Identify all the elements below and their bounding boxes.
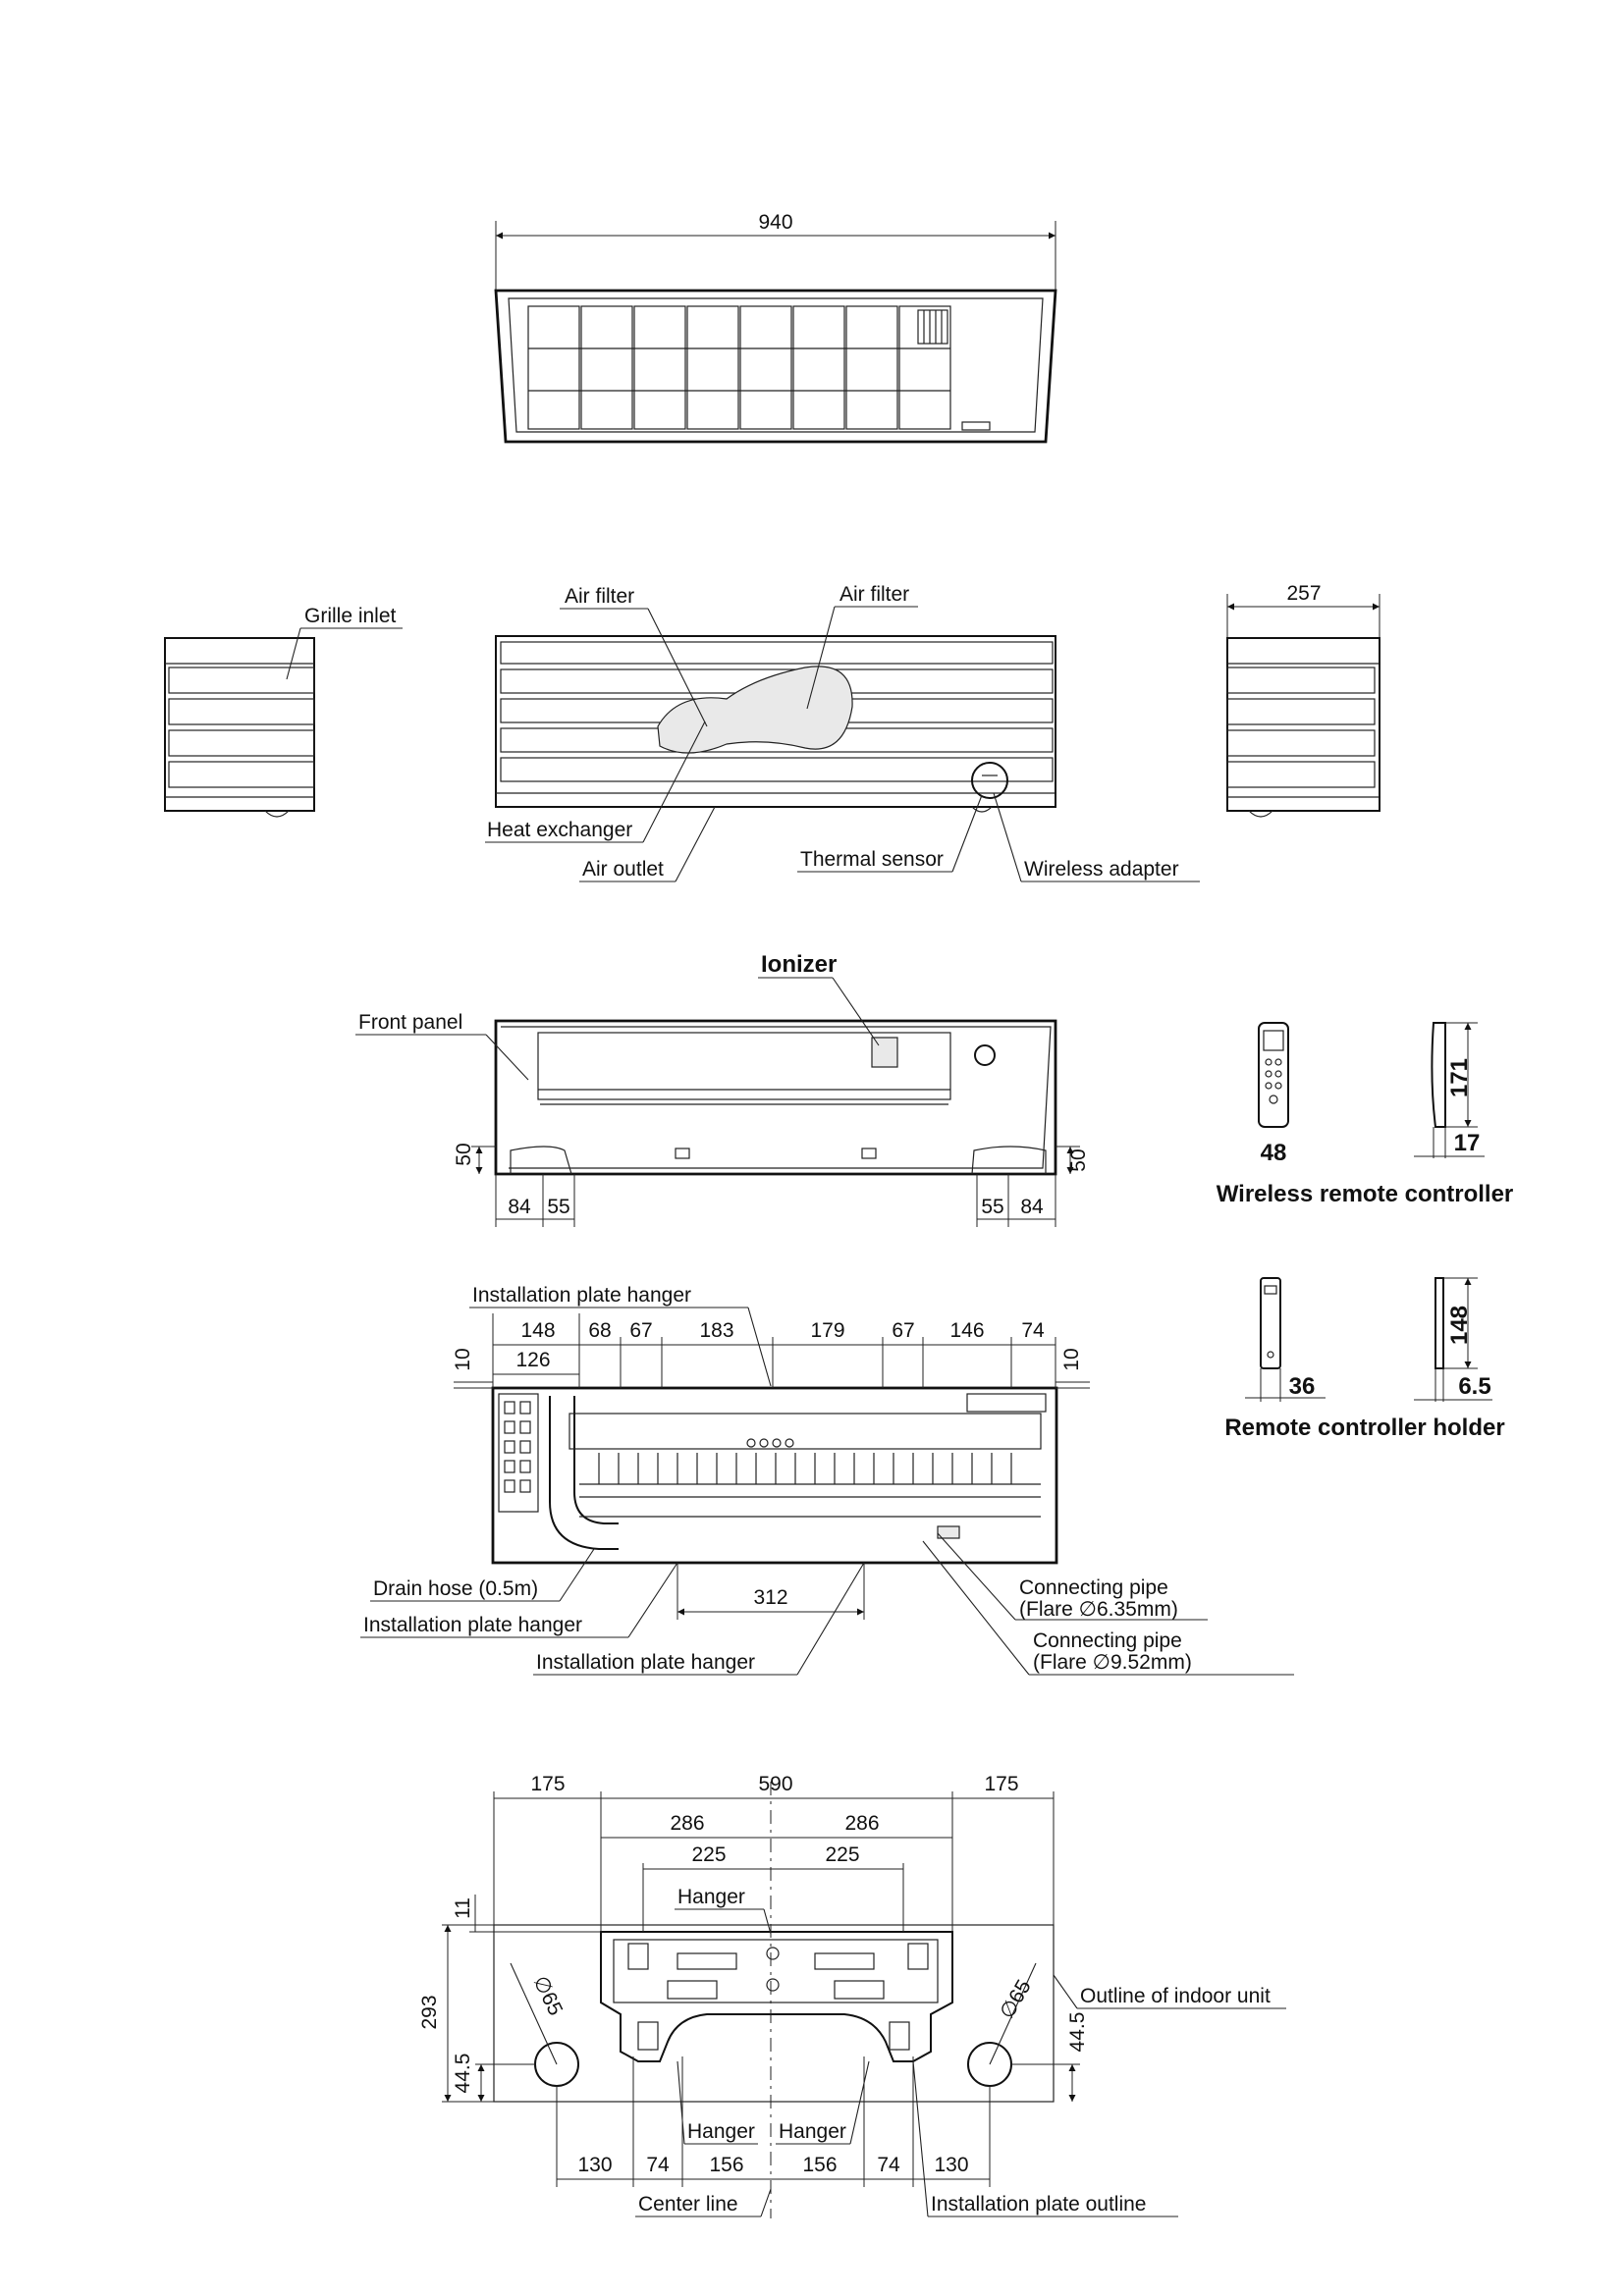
front-elevation [495,635,1056,813]
dim-74-right: 74 [877,2154,900,2176]
installation-plate-hanger-center-label: Installation plate hanger [536,1651,755,1674]
installation-plate-outline-label: Installation plate outline [931,2193,1147,2216]
remote-depth-dim: 17 [1454,1130,1481,1156]
panel-open-view [494,1019,1057,1176]
dim-68: 68 [588,1319,611,1342]
plate-labels: Hanger Hanger Hanger Outline of indoor u… [635,1886,1286,2217]
dim-148: 148 [520,1319,555,1342]
louver-fins [598,1453,1012,1484]
dim-67-left: 67 [629,1319,652,1342]
dim-225-left: 225 [691,1843,726,1866]
dim-dia-65-left: ∅65 [528,1972,567,2019]
dim-312: 312 [753,1586,787,1609]
drain-hose-label: Drain hose (0.5m) [373,1577,538,1600]
ionizer-label: Ionizer [761,951,837,978]
right-side-view: 257 [1226,582,1380,818]
dim-55-left: 55 [547,1196,569,1218]
dim-50-right: 50 [1067,1148,1090,1171]
dim-130-left: 130 [577,2154,612,2176]
center-line-label: Center line [638,2193,738,2216]
dim-175-right: 175 [984,1773,1018,1795]
front-panel-label: Front panel [358,1011,462,1034]
holder-height-dim: 148 [1446,1306,1473,1345]
wireless-remote-controller: 48 171 17 Wireless remote controller [1217,1022,1514,1207]
thermal-sensor-label: Thermal sensor [800,848,944,871]
hanger-left-label: Hanger [687,2120,755,2143]
label-wireless-adapter: Wireless adapter [993,792,1200,882]
dim-84-left: 84 [508,1196,531,1218]
dim-175-left: 175 [530,1773,565,1795]
grille-inlet-label: Grille inlet [304,605,397,627]
dim-50-left: 50 [453,1143,475,1165]
connecting-pipe-2-label: Connecting pipe [1033,1629,1182,1652]
hanger-top-label: Hanger [677,1886,745,1908]
heat-exchanger-label: Heat exchanger [487,819,632,841]
dim-257: 257 [1286,582,1321,605]
dim-84-right: 84 [1020,1196,1044,1218]
dim-130-right: 130 [934,2154,968,2176]
dim-286-right: 286 [844,1812,879,1835]
installation-plate-hanger-left-label: Installation plate hanger [363,1614,582,1636]
label-front-panel: Front panel [355,1011,529,1081]
wireless-adapter-label: Wireless adapter [1024,858,1179,881]
bottom-view [491,1386,1058,1565]
dim-126: 126 [515,1349,550,1371]
dim-940: 940 [758,211,792,234]
outline-indoor-unit-label: Outline of indoor unit [1080,1985,1271,2007]
panel-view-dimensions: 50 50 84 55 55 84 [453,1143,1090,1227]
remote-controller-holder: 36 148 6.5 Remote controller holder [1224,1277,1505,1441]
dim-10-left: 10 [452,1348,474,1370]
holder-title: Remote controller holder [1224,1415,1504,1441]
bottom-view-dimensions: 148 68 67 183 179 67 146 74 126 10 10 31… [452,1313,1090,1620]
label-air-outlet: Air outlet [579,806,716,882]
label-thermal-sensor: Thermal sensor [797,794,983,873]
plate-dimensions: 175 590 175 286 286 225 225 293 11 44.5 … [418,1773,1089,2187]
label-heat-exchanger: Heat exchanger [485,721,706,843]
label-air-filter-right: Air filter [806,583,918,710]
remote-width-dim: 48 [1261,1140,1287,1166]
hanger-right-label: Hanger [779,2120,846,2143]
dim-146: 146 [949,1319,984,1342]
remote-height-dim: 171 [1446,1058,1473,1097]
connecting-pipe-1-label: Connecting pipe [1019,1576,1168,1599]
dim-74: 74 [1021,1319,1045,1342]
filter-grid [527,305,991,431]
dim-44-5-left: 44.5 [452,2054,474,2094]
left-side-view [164,637,315,818]
dim-dia-65-right: ∅65 [996,1976,1036,2023]
dim-55-right: 55 [981,1196,1003,1218]
dim-156-right: 156 [802,2154,837,2176]
dim-225-right: 225 [825,1843,859,1866]
dim-74-left: 74 [646,2154,670,2176]
dim-11: 11 [452,1897,474,1919]
dim-156-left: 156 [709,2154,743,2176]
dim-590: 590 [758,1773,792,1795]
dim-44-5-right: 44.5 [1066,2012,1089,2053]
front-view: 940 [494,211,1057,444]
label-grille-inlet: Grille inlet [286,605,403,680]
installation-plate-hanger-top-label: Installation plate hanger [472,1284,691,1307]
remote-title: Wireless remote controller [1217,1181,1514,1207]
holder-width-dim: 36 [1289,1373,1316,1400]
air-outlet-label: Air outlet [582,858,664,881]
dim-10-right: 10 [1060,1348,1083,1370]
dim-293: 293 [418,1995,441,2029]
holder-depth-dim: 6.5 [1458,1373,1490,1400]
label-ionizer: Ionizer [758,951,880,1046]
air-filter-left-label: Air filter [565,585,634,608]
flare-2-label: (Flare ∅9.52mm) [1033,1651,1192,1674]
label-air-filter-left: Air filter [560,585,708,727]
dim-67-right: 67 [892,1319,914,1342]
dim-179: 179 [810,1319,844,1342]
air-filter-right-label: Air filter [839,583,909,606]
dim-183: 183 [699,1319,733,1342]
flare-1-label: (Flare ∅6.35mm) [1019,1598,1178,1621]
bottom-view-labels: Installation plate hanger Drain hose (0.… [360,1284,1294,1676]
dim-286-left: 286 [670,1812,704,1835]
installation-plate-view [493,1782,1055,2218]
